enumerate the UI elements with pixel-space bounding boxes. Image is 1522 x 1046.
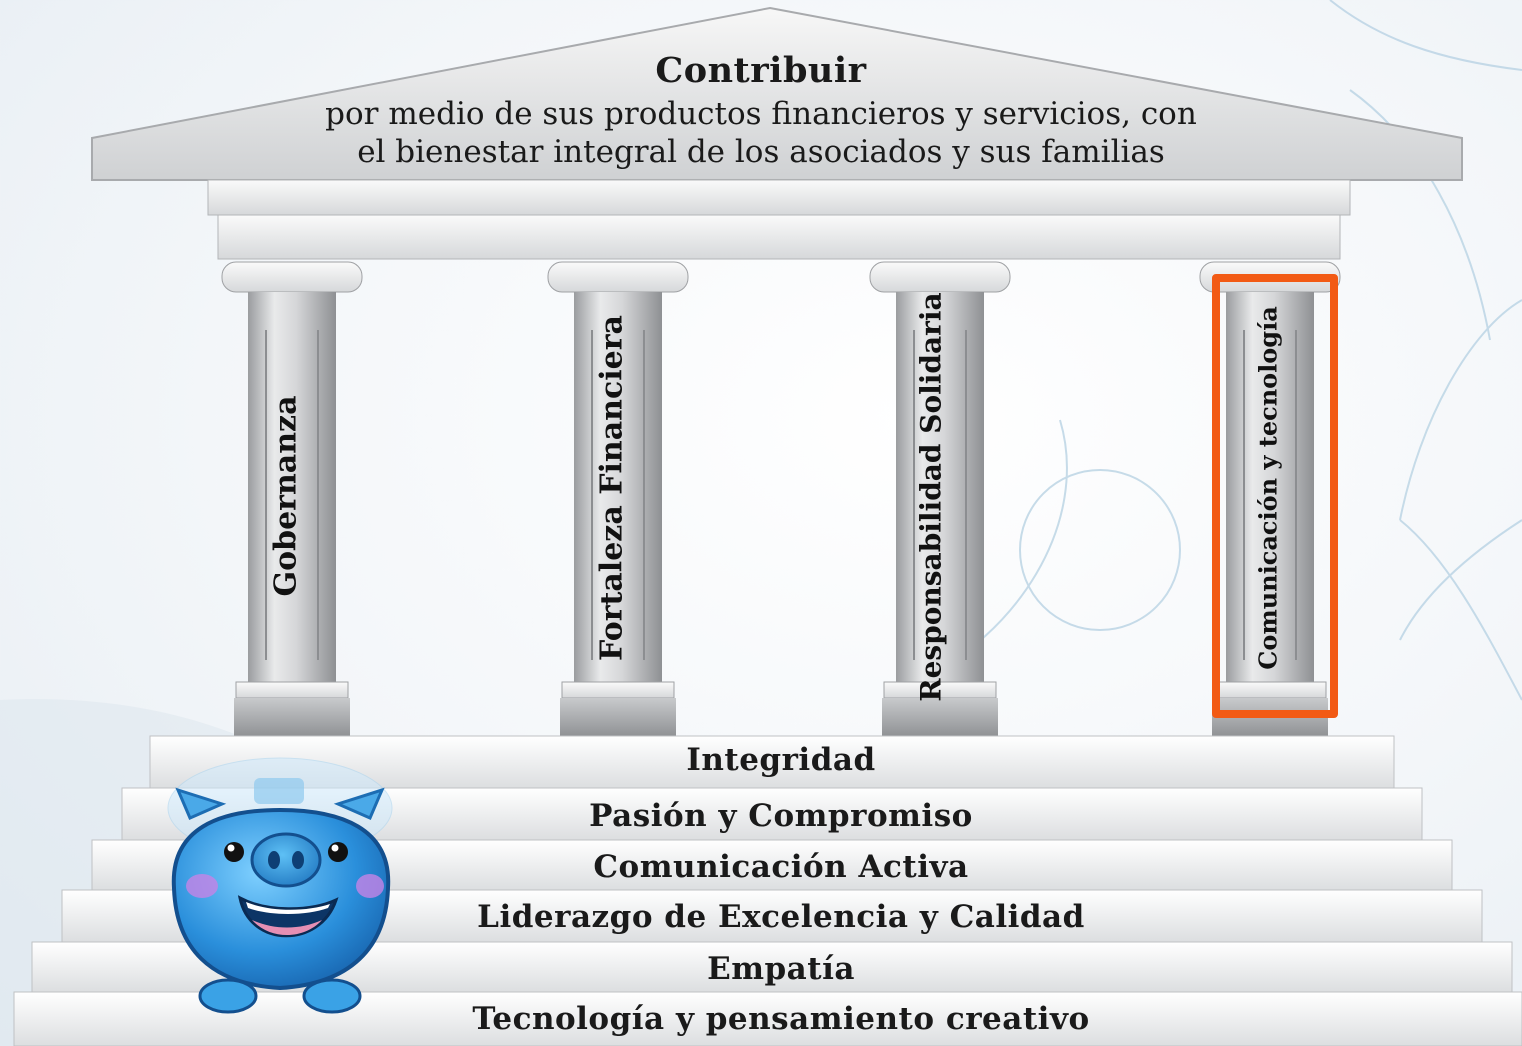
roof-subtitle-line-2: el bienestar integral de los asociados y… — [357, 134, 1165, 170]
column-2 — [547, 261, 689, 736]
column-4 — [1199, 261, 1341, 736]
step-label-pasion-compromiso: Pasión y Compromiso — [589, 798, 973, 834]
column-1 — [221, 261, 363, 736]
piggy-bank-mascot-icon — [167, 757, 393, 1014]
roof-subtitle-line-1: por medio de sus productos financieros y… — [325, 96, 1197, 132]
step-label-empatia: Empatía — [707, 951, 855, 987]
pillar-label-fortaleza-financiera: Fortaleza Financiera — [594, 315, 630, 661]
roof-title: Contribuir — [655, 50, 867, 91]
column-3 — [869, 261, 1011, 736]
temple-entablature — [207, 179, 1351, 216]
pillar-label-gobernanza: Gobernanza — [268, 395, 304, 597]
pillar-label-responsabilidad-solidaria: Responsabilidad Solidaria — [914, 292, 948, 702]
step-label-tecnologia-pensamiento: Tecnología y pensamiento creativo — [472, 1001, 1090, 1037]
highlight-box — [1212, 274, 1338, 718]
step-label-integridad: Integridad — [686, 742, 876, 778]
step-label-comunicacion-activa: Comunicación Activa — [593, 849, 969, 885]
step-label-liderazgo: Liderazgo de Excelencia y Calidad — [477, 899, 1085, 935]
